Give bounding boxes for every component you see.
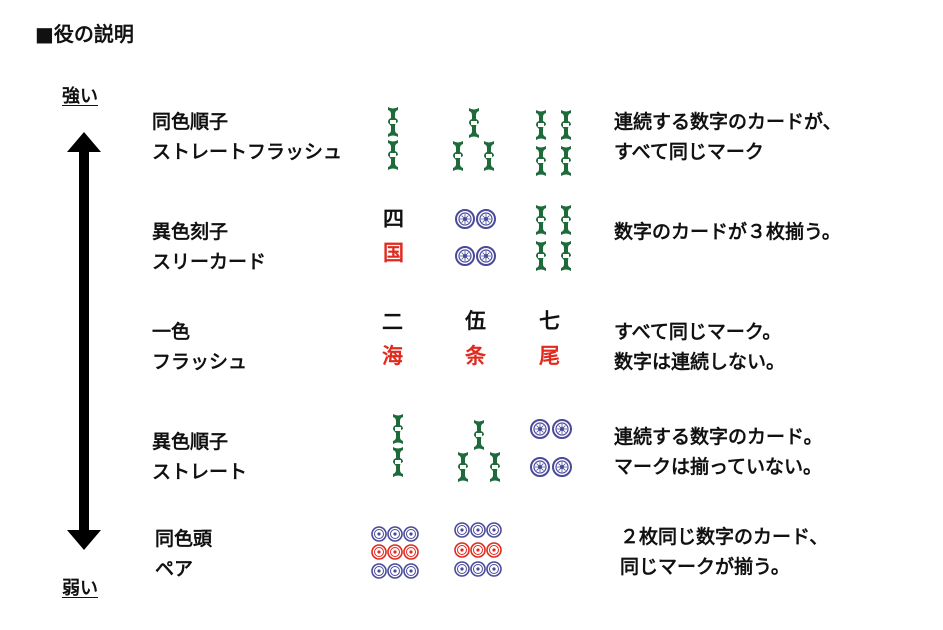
weak-label: 弱い <box>62 578 98 599</box>
tiles-straight <box>393 414 572 482</box>
hand-name-en: ペア <box>155 558 194 580</box>
tile-character: 海 <box>382 343 403 368</box>
hand-description: マークは揃っていない。 <box>614 456 823 478</box>
hand-description: 数字は連続しない。 <box>614 351 786 373</box>
tile-character: 尾 <box>539 343 560 368</box>
hand-name-en: ストレートフラッシュ <box>152 141 343 163</box>
hand-name: 一色 <box>152 321 191 343</box>
hand-description: ２枚同じ数字のカード、 <box>620 526 829 548</box>
hand-description: 数字のカードが３枚揃う。 <box>614 221 841 243</box>
tiles-straight-flush <box>388 107 571 176</box>
hand-name-en: ストレート <box>152 461 248 483</box>
page-title: ■役の説明 <box>35 22 134 46</box>
tiles-pair <box>371 522 502 579</box>
strength-arrow <box>67 132 101 550</box>
hand-description: 連続する数字のカードが、 <box>614 111 842 133</box>
hand-name-en: フラッシュ <box>152 351 248 373</box>
tile-character: 七 <box>539 308 560 333</box>
hand-description: すべて同じマーク。 <box>614 321 782 343</box>
hand-description: 連続する数字のカード。 <box>614 426 823 448</box>
strong-label: 強い <box>62 86 98 107</box>
tile-character: 伍 <box>465 308 486 333</box>
tile-character: 二 <box>382 309 403 334</box>
hand-name: 同色頭 <box>155 528 213 550</box>
hand-name: 異色順子 <box>152 431 229 453</box>
tile-character: 条 <box>465 343 486 368</box>
hand-name-en: スリーカード <box>152 251 267 273</box>
tile-character: 四 <box>383 206 404 231</box>
hand-description: すべて同じマーク <box>614 141 764 163</box>
hand-description: 同じマークが揃う。 <box>620 556 790 578</box>
tiles-three-card <box>455 205 571 271</box>
hand-name: 同色順子 <box>152 111 229 133</box>
hand-name: 異色刻子 <box>152 221 229 243</box>
tile-character: 国 <box>383 240 404 265</box>
